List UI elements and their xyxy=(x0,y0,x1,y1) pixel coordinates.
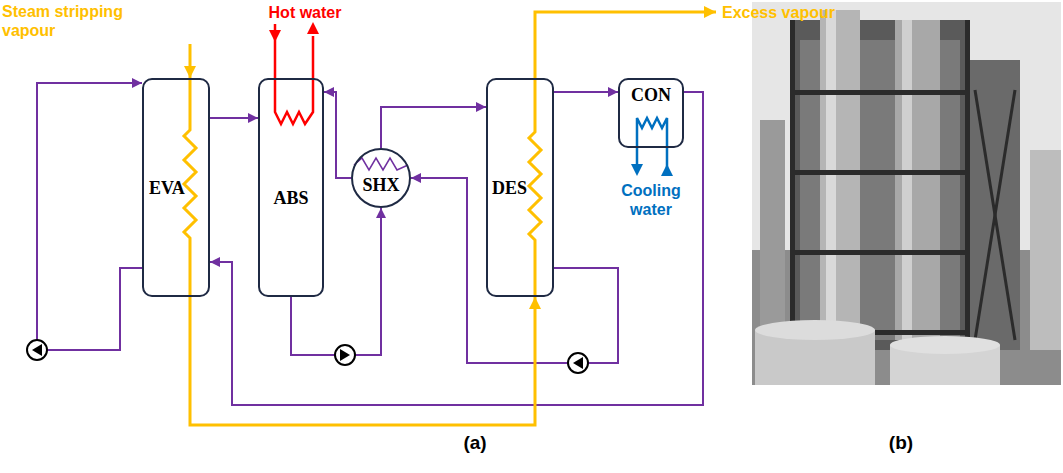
hot-water-out-arrow xyxy=(307,22,319,34)
pump-symbol xyxy=(335,345,355,365)
pump-symbol xyxy=(27,340,47,360)
stream-label: Hot water xyxy=(258,3,352,22)
solution-line xyxy=(324,92,351,178)
desorber-box: DES xyxy=(486,78,554,297)
solution-line xyxy=(554,91,618,93)
condenser-box: CON xyxy=(618,78,684,148)
solution-line xyxy=(291,208,381,355)
hot-water-coil xyxy=(275,36,313,124)
node-label: EVA xyxy=(149,178,185,198)
absorber-box: ABS xyxy=(258,78,324,297)
node-label: DES xyxy=(492,178,527,198)
plant-photograph xyxy=(752,2,1061,385)
solution-line xyxy=(381,107,486,148)
stream-label: Excess vapour xyxy=(722,3,852,22)
evaporator-box: EVA xyxy=(142,78,210,297)
heat-exchanger-coil xyxy=(354,158,408,170)
node-label: SHX xyxy=(362,175,399,195)
stream-label: Cooling water xyxy=(610,181,692,219)
solution-line xyxy=(210,117,258,119)
circle-outline xyxy=(352,149,410,207)
vapour-outlet-line xyxy=(535,12,716,78)
evaporator-coil xyxy=(184,78,196,297)
stream-label: Steam stripping vapour xyxy=(2,2,142,40)
solution-line xyxy=(411,178,618,363)
node-label: CON xyxy=(631,85,671,105)
vapour-inlet-line xyxy=(189,44,192,78)
cooling-water-out-arrow xyxy=(631,164,643,176)
solution-line xyxy=(210,92,703,405)
pump-symbol xyxy=(568,353,588,373)
heat-exchanger-circle: SHX xyxy=(351,148,411,208)
panel-label: (a) xyxy=(450,432,500,454)
desorber-coil xyxy=(529,78,541,297)
hot-water-in-line xyxy=(274,24,277,32)
cooling-water-in-arrow xyxy=(661,164,673,176)
panel-label: (b) xyxy=(876,432,926,454)
vapour-line xyxy=(190,297,535,425)
recirculation-line xyxy=(37,83,142,350)
node-label: ABS xyxy=(273,188,308,208)
